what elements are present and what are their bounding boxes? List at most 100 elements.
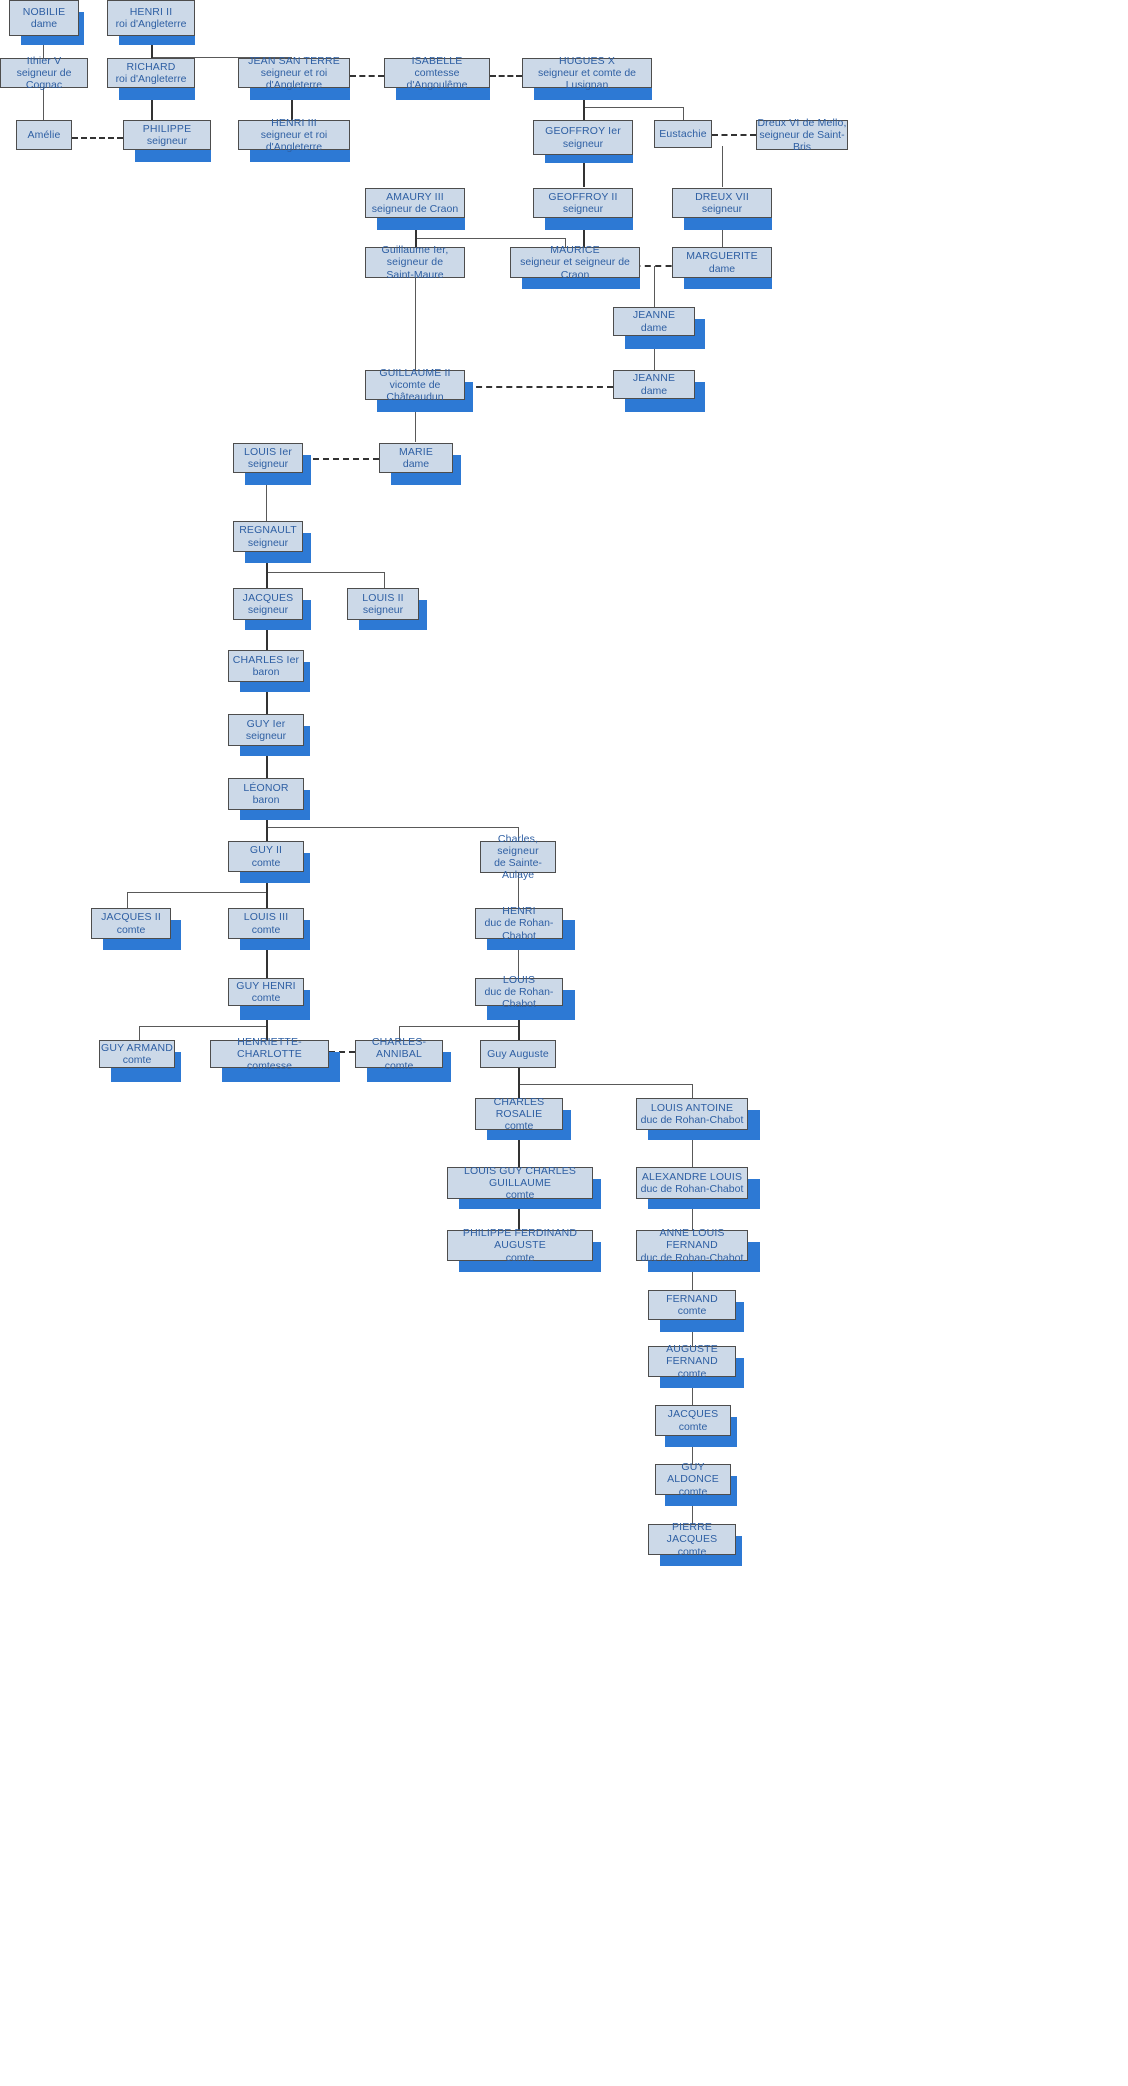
node-anne-louis-fernand[interactable]: ANNE LOUIS FERNAND duc de Rohan-Chabot <box>636 1227 748 1264</box>
node-henriette-charlotte[interactable]: HENRIETTE-CHARLOTTE comtesse <box>210 1036 329 1072</box>
connector <box>583 107 683 108</box>
node-name: FERNAND <box>666 1292 718 1305</box>
node-title: seigneur de Craon <box>371 203 459 215</box>
node-name: CHARLES-ANNIBAL <box>371 1035 427 1060</box>
node-henri-rohan-chabot[interactable]: HENRI duc de Rohan-Chabot <box>475 905 563 942</box>
node-title: comtesse d'Angoulême <box>406 66 468 92</box>
node-name: Eustachie <box>659 127 707 140</box>
node-name: ANNE LOUIS FERNAND <box>659 1227 725 1252</box>
connector <box>384 572 385 588</box>
node-name: CHARLES ROSALIE <box>493 1095 545 1120</box>
node-guillaume1[interactable]: Guillaume Ier, seigneur de Saint-Maure <box>365 244 465 281</box>
node-maurice[interactable]: MAURICE seigneur et seigneur de Craon <box>510 244 640 281</box>
node-title: baron <box>252 666 280 678</box>
node-jacques[interactable]: JACQUES seigneur <box>233 588 303 620</box>
connector <box>722 218 723 247</box>
node-title: comte <box>677 1305 707 1317</box>
node-louis1[interactable]: LOUIS Ier seigneur <box>233 443 303 473</box>
node-leonor[interactable]: LÉONOR baron <box>228 778 304 810</box>
node-charles-rosalie[interactable]: CHARLES ROSALIE comte <box>475 1095 563 1132</box>
node-louis-rohan-chabot[interactable]: LOUIS duc de Rohan-Chabot <box>475 974 563 1010</box>
node-isabelle[interactable]: ISABELLE comtesse d'Angoulême <box>384 55 490 92</box>
node-charles-sainte-aulaye[interactable]: Charles, seigneur de Sainte-Aulaye <box>480 833 556 881</box>
connector <box>692 1495 693 1524</box>
node-name: DREUX VII <box>695 190 749 203</box>
connector <box>266 827 518 828</box>
node-eustachie[interactable]: Eustachie <box>654 120 712 148</box>
node-geoffroy2[interactable]: GEOFFROY II seigneur <box>533 188 633 218</box>
node-title: comte <box>677 1545 707 1558</box>
node-title: dame <box>708 262 736 275</box>
node-title: vicomte de Châteaudun <box>386 378 444 404</box>
marriage-link <box>303 458 379 460</box>
node-name: GUILLAUME II <box>379 366 451 379</box>
node-title: seigneur <box>247 536 289 549</box>
node-louis2[interactable]: LOUIS II seigneur <box>347 588 419 620</box>
marriage-link <box>712 134 756 136</box>
node-name: GUY Ier <box>246 717 286 730</box>
node-title: seigneur <box>146 135 188 147</box>
node-marguerite[interactable]: MARGUERITE dame <box>672 247 772 278</box>
node-amelie[interactable]: Amélie <box>16 120 72 150</box>
node-fernand[interactable]: FERNAND comte <box>648 1290 736 1320</box>
node-louis3[interactable]: LOUIS III comte <box>228 908 304 939</box>
node-jeanne-2[interactable]: JEANNE dame <box>613 370 695 399</box>
node-jacques-comte[interactable]: JACQUES comte <box>655 1405 731 1436</box>
node-guy-henri[interactable]: GUY HENRI comte <box>228 978 304 1006</box>
node-richard[interactable]: RICHARD roi d'Angleterre <box>107 58 195 88</box>
node-jeanne-1[interactable]: JEANNE dame <box>613 307 695 336</box>
node-regnault[interactable]: REGNAULT seigneur <box>233 521 303 552</box>
node-name: LOUIS <box>502 973 536 986</box>
node-guy-auguste[interactable]: Guy Auguste <box>480 1040 556 1068</box>
node-pierre-jacques[interactable]: PIERRE JACQUES comte <box>648 1521 736 1558</box>
node-henri3[interactable]: HENRI III seigneur et roi d'Angleterre <box>238 117 350 154</box>
node-henri2[interactable]: HENRI II roi d'Angleterre <box>107 0 195 36</box>
connector <box>654 266 655 307</box>
node-title: comte <box>251 856 281 869</box>
node-title: seigneur et roi d'Angleterre <box>260 128 328 154</box>
node-charles1[interactable]: CHARLES Ier baron <box>228 650 304 682</box>
node-name: JEANNE <box>632 372 676 385</box>
node-guillaume2[interactable]: GUILLAUME II vicomte de Châteaudun <box>365 366 465 404</box>
node-name: JACQUES <box>667 1408 719 1421</box>
connector <box>415 400 416 442</box>
node-ithier5[interactable]: Ithier V seigneur de Cognac <box>0 55 88 91</box>
connector <box>266 479 267 521</box>
connector <box>692 1436 693 1465</box>
node-name: MARGUERITE <box>686 250 758 263</box>
connector <box>266 946 268 978</box>
node-philippe-ferdinand-auguste[interactable]: PHILIPPE FERDINAND AUGUSTE comte <box>447 1227 593 1264</box>
connector <box>583 155 585 187</box>
node-geoffroy1[interactable]: GEOFFROY Ier seigneur <box>533 120 633 155</box>
node-title: comte <box>505 1251 535 1264</box>
node-guy2[interactable]: GUY II comte <box>228 841 304 872</box>
node-amaury3[interactable]: AMAURY III seigneur de Craon <box>365 188 465 218</box>
node-guy-aldonce[interactable]: GUY ALDONCE comte <box>655 1461 731 1498</box>
connector <box>43 36 44 58</box>
node-louis-guy-charles-guillaume[interactable]: LOUIS GUY CHARLES GUILLAUME comte <box>447 1165 593 1201</box>
node-guy1[interactable]: GUY Ier seigneur <box>228 714 304 746</box>
node-alexandre-louis[interactable]: ALEXANDRE LOUIS duc de Rohan-Chabot <box>636 1167 748 1199</box>
node-philippe[interactable]: PHILIPPE seigneur <box>123 120 211 150</box>
node-marie[interactable]: MARIE dame <box>379 443 453 473</box>
node-name: JACQUES II <box>101 911 161 924</box>
connector <box>692 1377 693 1405</box>
node-jacques2[interactable]: JACQUES II comte <box>91 908 171 939</box>
node-name: LOUIS II <box>362 591 404 604</box>
node-auguste-fernand[interactable]: AUGUSTE FERNAND comte <box>648 1343 736 1380</box>
connector <box>415 238 565 239</box>
node-dreux6[interactable]: Dreux VI de Mello, seigneur de Saint-Bri… <box>756 117 848 153</box>
node-name: GUY II <box>249 844 283 857</box>
node-louis-antoine[interactable]: LOUIS ANTOINE duc de Rohan-Chabot <box>636 1098 748 1130</box>
node-nobilie[interactable]: NOBILIE dame <box>9 0 79 36</box>
node-hugues10[interactable]: HUGUES X seigneur et comte de Lusignan <box>522 55 652 91</box>
node-guy-armand[interactable]: GUY ARMAND comte <box>99 1040 175 1068</box>
node-charles-annibal[interactable]: CHARLES-ANNIBAL comte <box>355 1036 443 1072</box>
node-title: comte <box>384 1060 414 1073</box>
node-title: roi d'Angleterre <box>115 18 187 30</box>
node-name: HENRI <box>502 905 536 918</box>
connector <box>266 746 268 778</box>
node-jean-san-terre[interactable]: JEAN SAN TERRE seigneur et roi d'Anglete… <box>238 55 350 91</box>
node-dreux7[interactable]: DREUX VII seigneur <box>672 188 772 218</box>
node-name: LOUIS III <box>243 911 289 924</box>
